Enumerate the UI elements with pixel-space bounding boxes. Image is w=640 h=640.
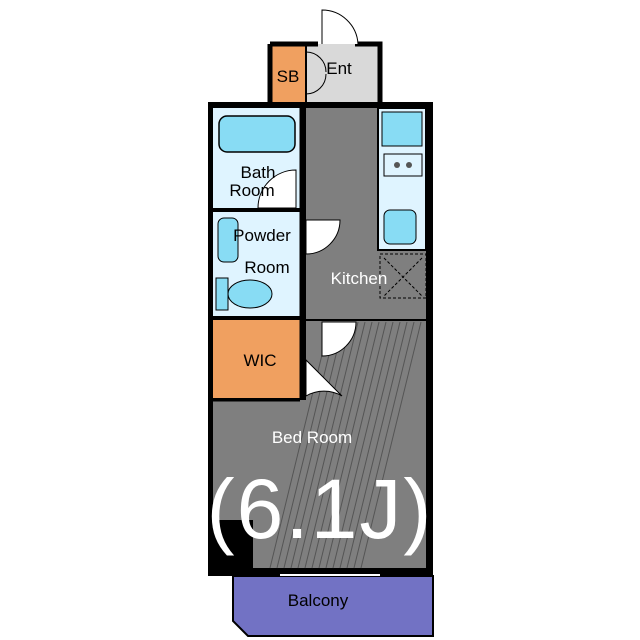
balcony-floor xyxy=(232,575,434,637)
entrance-floor xyxy=(306,44,380,102)
floor-stripe xyxy=(283,321,345,569)
bath-door-swing xyxy=(257,169,297,209)
entrance-wall xyxy=(267,41,383,102)
sb-label: SB xyxy=(277,67,300,86)
burner-icon xyxy=(394,162,400,168)
bedroom-door-swing xyxy=(321,321,357,357)
sink-icon xyxy=(383,209,417,245)
stove-icon xyxy=(383,153,423,177)
floor-stripe xyxy=(332,321,394,569)
washbasin-icon xyxy=(217,217,239,263)
sb-door xyxy=(305,51,327,95)
toilet-tank-icon xyxy=(215,277,229,311)
floor-stripe xyxy=(304,321,366,569)
floor-stripe xyxy=(269,321,331,569)
floor-stripe xyxy=(353,321,415,569)
bath-room-label-line2: Room xyxy=(229,181,274,200)
floor-stripe xyxy=(297,321,359,569)
storage-box-area xyxy=(270,44,306,102)
bath-room-label-line1: Bath xyxy=(241,163,276,182)
fridge-top xyxy=(381,111,423,147)
entrance-label: Ent xyxy=(326,59,352,78)
kitchen-label: Kitchen xyxy=(331,269,388,288)
burner-icon xyxy=(406,162,412,168)
entrance-door-swing xyxy=(321,9,359,45)
toilet-bowl-icon xyxy=(227,279,273,309)
floor-stripes xyxy=(269,321,422,569)
floor-stripe xyxy=(276,321,338,569)
wic-floor xyxy=(213,320,300,398)
bedroom-size-label: (6.1J) xyxy=(207,462,434,556)
floor-stripe xyxy=(290,321,352,569)
fridge-cross-icon xyxy=(383,257,423,297)
balcony-label: Balcony xyxy=(288,591,349,610)
wic-door-swing xyxy=(305,358,343,397)
wic-label: WIC xyxy=(243,351,276,370)
floor-stripe xyxy=(311,321,373,569)
floor-stripe xyxy=(360,321,422,569)
powder-room-label-line1: Powder xyxy=(233,226,291,245)
bedroom-label: Bed Room xyxy=(272,428,352,447)
floor-stripe xyxy=(339,321,401,569)
bedroom-wall-pillar xyxy=(213,520,253,570)
floor-stripe xyxy=(325,321,387,569)
powder-door-swing xyxy=(305,219,341,255)
floor-stripe xyxy=(346,321,408,569)
fridge-space xyxy=(379,253,427,299)
bathtub-icon xyxy=(218,115,296,153)
floor-stripe xyxy=(318,321,380,569)
powder-room-label-line2: Room xyxy=(244,258,289,277)
